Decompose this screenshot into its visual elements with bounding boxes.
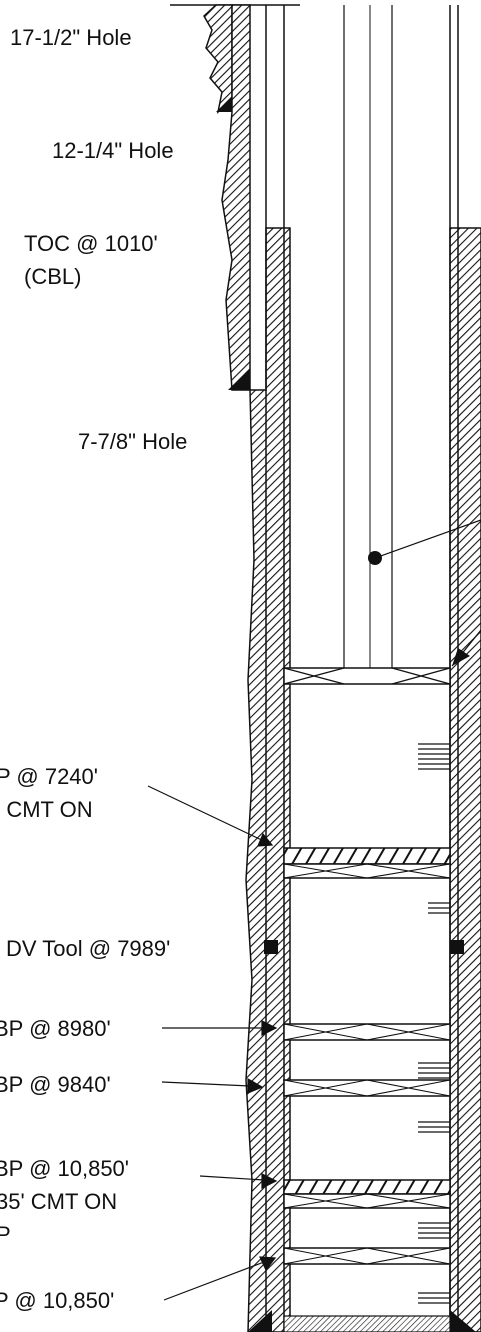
packer-callout-arrow xyxy=(452,648,470,666)
label-bp-10850-line1: BP @ 10,850' xyxy=(0,1156,129,1181)
label-dv-tool: DV Tool @ 7989' xyxy=(6,936,170,961)
tubing-callout-leader xyxy=(374,519,481,559)
packer xyxy=(283,667,451,685)
production-cement-left xyxy=(245,227,291,1332)
label-hole-17: 17-1/2" Hole xyxy=(10,25,132,50)
label-plug-7240-line2: ' CMT ON xyxy=(0,797,93,822)
bridge-plug-9840 xyxy=(283,1079,451,1097)
cement-plug-7240 xyxy=(283,847,451,879)
casing-shoe-right xyxy=(450,1310,476,1332)
intermediate-cement-left xyxy=(221,4,251,391)
surface-cement xyxy=(203,4,233,114)
label-bp-8980: BP @ 8980' xyxy=(0,1016,111,1041)
label-plug-10850: P @ 10,850' xyxy=(0,1288,114,1313)
callout-leaders xyxy=(147,785,278,1301)
casing-shoe-left xyxy=(248,1310,272,1332)
dv-tool-left xyxy=(264,940,278,954)
label-hole-12: 12-1/4" Hole xyxy=(52,138,174,163)
label-hole-7: 7-7/8" Hole xyxy=(78,429,187,454)
intermediate-shoe-left xyxy=(228,368,250,390)
bottom-fill xyxy=(283,1315,451,1332)
perforations xyxy=(418,743,450,1304)
cement-plug-10850 xyxy=(283,1179,451,1209)
bridge-plug-8980 xyxy=(283,1023,451,1041)
production-cement-right xyxy=(449,227,481,1332)
label-plug-7240-line1: P @ 7240' xyxy=(0,764,98,789)
label-bp-9840: BP @ 9840' xyxy=(0,1072,111,1097)
surface-casing-shoe-left xyxy=(216,96,232,112)
label-toc-line1: TOC @ 1010' xyxy=(24,231,158,256)
bridge-plug-10850-lower xyxy=(283,1247,451,1265)
label-bp-10850-line2: 35' CMT ON xyxy=(0,1189,117,1214)
dv-tool-right xyxy=(450,940,464,954)
label-toc-line2: (CBL) xyxy=(24,264,81,289)
label-bp-10850-line3: P xyxy=(0,1222,11,1247)
